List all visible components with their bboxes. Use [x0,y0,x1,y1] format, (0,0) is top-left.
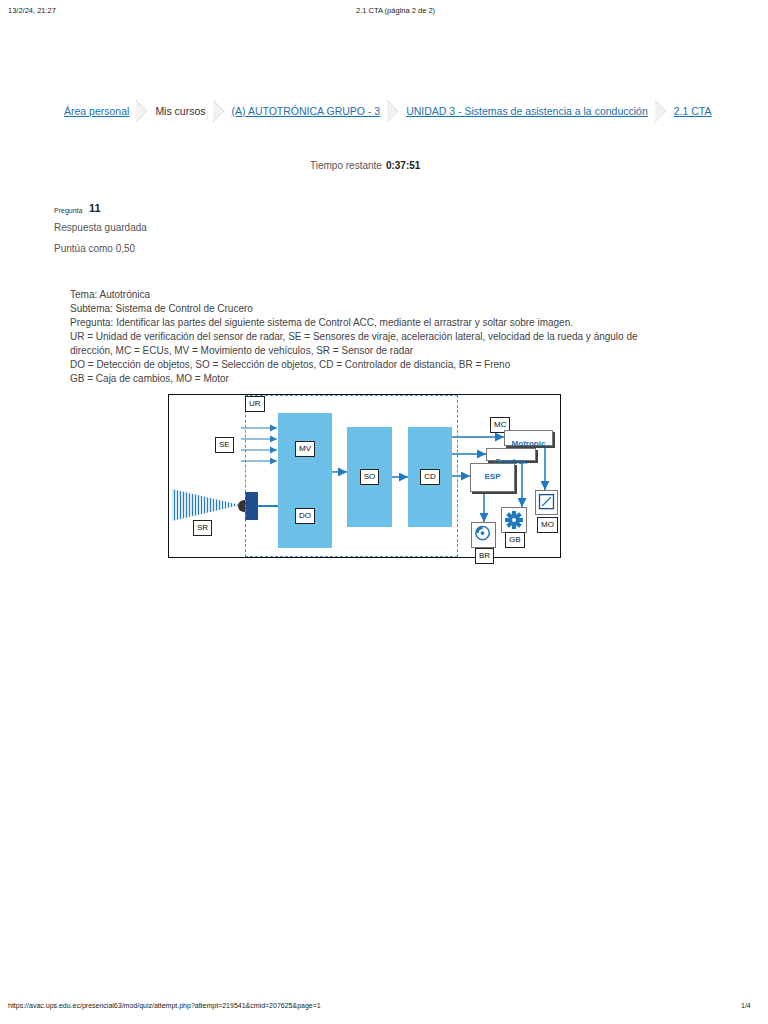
breadcrumb-link: UNIDAD 3 - Sistemas de asistencia a la c… [406,105,648,117]
breadcrumb-separator [212,100,226,122]
part-label: DO [295,508,315,524]
page-text: Puntúa como 0,50 [54,243,135,254]
gear-icon [502,508,526,532]
input-arrow [241,449,277,450]
breadcrumb: Área personal Mis cursos (A) AUTOTRÓNICA G… [64,100,711,122]
page-text: Pregunta [54,207,82,214]
input-arrow [241,427,277,428]
separator-chevron [655,100,666,122]
ecu-name: Motronic [512,439,546,448]
breadcrumb-item: Área personal [64,100,155,122]
gear-body [508,514,520,526]
question-line: Pregunta: Identificar las partes del sig… [70,316,638,330]
signal-arrow [452,475,470,477]
motor-icon [536,491,557,514]
label-box: SR [193,516,212,536]
signal-arrow [332,471,347,473]
process-block: CD [408,427,452,527]
ecu-box: ESP [470,463,515,492]
process-block: MV [278,413,332,484]
timer-label: Tiempo restante [310,160,382,171]
question-line: Subtema: Sistema de Control de Crucero [70,302,638,316]
breadcrumb-separator [654,100,668,122]
process-block: SO [347,427,392,527]
input-arrow [241,460,277,461]
part-label: BR [475,548,494,564]
motor-needle [542,497,551,506]
brake-hub [481,531,485,535]
breadcrumb-item: (A) AUTOTRÓNICA GRUPO - 3 [232,100,407,122]
page-text: 13/2/24, 21:27 [8,6,56,15]
question-line: UR = Unidad de verificación del sensor d… [70,330,638,358]
breadcrumb-item: 2.1 CTA [674,105,712,117]
radar-beam [172,489,240,521]
label-box: SE [215,433,234,453]
timer: Tiempo restante 0:37:51 [310,160,420,171]
timer-value: 0:37:51 [386,160,420,171]
part-label: CD [420,469,440,485]
ecu-box: Motronic [504,430,553,446]
separator-chevron [213,100,224,122]
part-label: SR [193,520,212,536]
brake-icon [472,523,495,547]
signal-arrow [392,476,408,478]
breadcrumb-link: Área personal [64,105,129,117]
page-text: https://avac.ups.edu.ec/presencial63/mod… [8,1002,321,1009]
signal-arrow [544,448,546,490]
breadcrumb-item: UNIDAD 3 - Sistemas de asistencia a la c… [406,100,674,122]
breadcrumb-link: 2.1 CTA [674,105,712,117]
gear-hub [512,518,516,522]
question-text: Tema: AutotrónicaSubtema: Sistema de Con… [70,288,638,386]
actuator-icon: BR [471,522,496,548]
ecu-name: ESP [484,472,500,481]
figure-frame [169,395,561,558]
radar-beam-hatch [172,489,240,521]
signal-arrow [452,436,504,438]
separator-chevron [387,100,398,122]
part-label: MO [537,517,558,533]
page-text: 1/4 [741,1002,751,1009]
part-label: GB [505,532,525,548]
brake-disc [476,526,489,539]
page-text: 2.1 CTA (página 2 de 2) [356,6,435,15]
signal-arrow [483,494,485,522]
actuator-icon: MO [535,490,558,515]
breadcrumb-link: (A) AUTOTRÓNICA GRUPO - 3 [232,105,381,117]
question-line: Tema: Autotrónica [70,288,638,302]
breadcrumb-separator [386,100,400,122]
input-arrow [241,438,277,439]
motor-shape [540,495,554,509]
radar-sensor [245,492,258,520]
part-label: SE [215,437,234,453]
process-block: DO [278,484,332,548]
unit-region: UR MV SO CD DO [245,395,458,557]
actuator-icon: GB [501,507,527,533]
breadcrumb-item: Mis cursos [155,100,231,122]
separator-chevron [136,100,147,122]
gear-shape [505,511,523,529]
signal-arrow [521,463,523,507]
question-line: GB = Caja de cambios, MO = Motor [70,372,638,386]
page-text: 11 [89,202,101,214]
page-text: Respuesta guardada [54,222,147,233]
sensor-wire [258,505,278,507]
question-line: DO = Detección de objetos, SO = Selecció… [70,358,638,372]
part-label: MV [295,441,315,457]
breadcrumb-link: Mis cursos [155,105,205,117]
part-label: UR [245,396,265,412]
breadcrumb-separator [135,100,149,122]
ecu-box: Gearbox [486,448,536,461]
part-label: SO [360,469,380,485]
